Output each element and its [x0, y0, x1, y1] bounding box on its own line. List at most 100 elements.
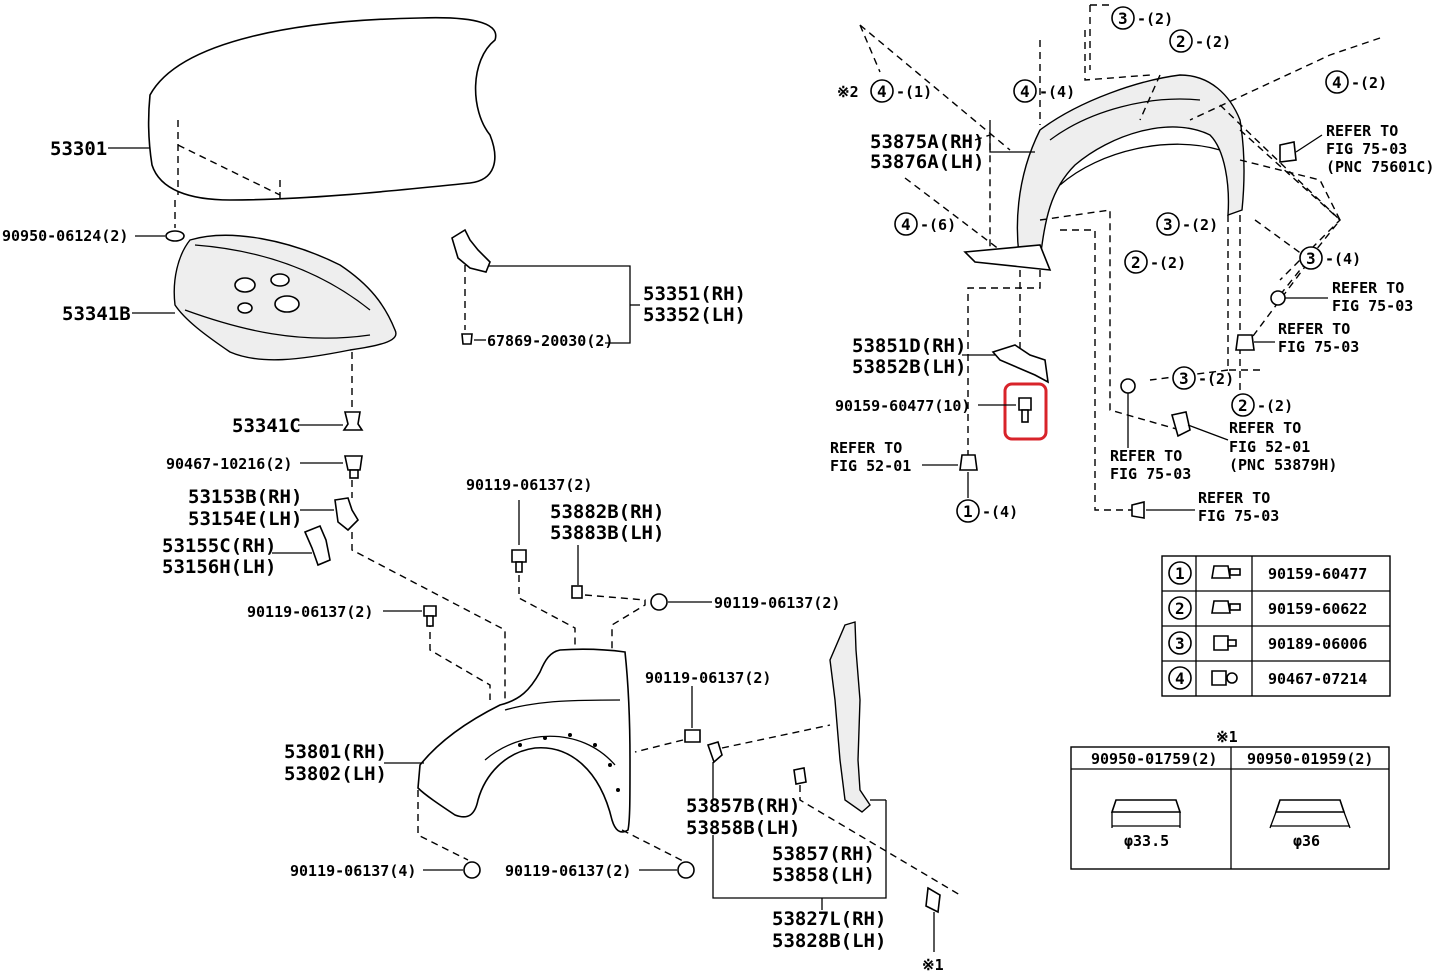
clip-refer-53879H-icon	[1170, 411, 1191, 438]
seal-bracket-part[interactable]	[303, 524, 331, 567]
callout-c2: 4 -(1)	[870, 79, 932, 103]
callout-c5: 4 -(6)	[894, 212, 956, 236]
svg-text:-(4): -(4)	[982, 503, 1018, 521]
refer-3-line2: FIG 75-03	[1278, 338, 1359, 356]
label-90467-10216: 90467-10216(2)	[166, 455, 292, 473]
callout-c6: 3 -(2)	[1156, 212, 1218, 236]
svg-text:-(2): -(2)	[1182, 216, 1218, 234]
clip-table-dim1: φ33.5	[1124, 832, 1169, 850]
label-53154E: 53154E(LH)	[188, 508, 302, 530]
label-67869: 67869-20030(2)	[487, 332, 613, 350]
label-53858: 53858(LH)	[772, 864, 875, 886]
front-fender-part[interactable]	[417, 648, 631, 833]
svg-text:-(4): -(4)	[1039, 83, 1075, 101]
clip-refer-75-03-d-icon	[1131, 500, 1145, 519]
label-53802: 53802(LH)	[284, 763, 387, 785]
svg-text:-(2): -(2)	[1351, 74, 1387, 92]
svg-text:-(2): -(2)	[1198, 370, 1234, 388]
label-90119-mid: 90119-06137(2)	[714, 594, 840, 612]
svg-text:90467-07214: 90467-07214	[1268, 670, 1367, 688]
label-53351: 53351(RH)	[643, 283, 746, 305]
bolt-90119-center-icon	[684, 729, 701, 743]
label-53882B: 53882B(RH)	[550, 501, 664, 523]
seal-53857B-part[interactable]	[706, 741, 723, 764]
svg-text:90159-60622: 90159-60622	[1268, 600, 1367, 618]
label-90950-06124: 90950-06124(2)	[2, 227, 128, 245]
svg-text:90159-60477: 90159-60477	[1268, 565, 1367, 583]
svg-text:90189-06006: 90189-06006	[1268, 635, 1367, 653]
screw-67869-icon	[461, 333, 473, 345]
svg-text:-(4): -(4)	[1325, 250, 1361, 268]
label-53883B: 53883B(LH)	[550, 522, 664, 544]
callout-c1: 2 -(2)	[1169, 29, 1231, 53]
screw-90159-60477-icon[interactable]	[1018, 397, 1032, 423]
label-53352: 53352(LH)	[643, 304, 746, 326]
cushion-note1-icon	[925, 886, 941, 914]
hood-support-bracket-part[interactable]	[451, 228, 491, 273]
latch-bracket-part[interactable]	[334, 497, 360, 532]
label-53875A: 53875A(RH)	[870, 131, 984, 153]
refer-1-line1: REFER TO	[1326, 122, 1398, 140]
label-53851D: 53851D(RH)	[852, 335, 966, 357]
svg-text:2: 2	[1238, 396, 1248, 415]
clip-refer-52-01-icon	[959, 454, 978, 471]
label-53857B: 53857B(RH)	[686, 795, 800, 817]
fastener-row: 1 90159-60477	[1168, 561, 1367, 585]
svg-text:2: 2	[1175, 599, 1185, 618]
svg-text:4: 4	[1175, 669, 1185, 688]
fastener-table: 1 90159-60477 2 90159-60622 3 90189-0600…	[1161, 555, 1391, 697]
label-90119-center: 90119-06137(2)	[645, 669, 771, 687]
clip-refer-75-03-c-icon	[1120, 378, 1136, 394]
bolt-90119-bottom-mid-icon	[677, 861, 695, 879]
label-90159-60477: 90159-60477(10)	[835, 397, 970, 415]
label-53341B: 53341B	[62, 303, 131, 325]
svg-text:1: 1	[1175, 564, 1185, 583]
label-53876A: 53876A(LH)	[870, 151, 984, 173]
refer-5-line1: REFER TO	[1110, 447, 1182, 465]
label-note1-bottom: ※1	[922, 956, 944, 973]
svg-text:-(2): -(2)	[1137, 10, 1173, 28]
clip-refer-75601C-icon	[1279, 141, 1297, 163]
label-53828B: 53828B(LH)	[772, 930, 886, 952]
label-90119-left: 90119-06137(2)	[247, 603, 373, 621]
fender-liner-part[interactable]	[963, 74, 1245, 271]
clip-refer-75-03-a-icon	[1270, 290, 1286, 306]
label-53341C: 53341C	[232, 415, 301, 437]
refer-1-line2: FIG 75-03	[1326, 140, 1407, 158]
svg-text:-(2): -(2)	[1150, 254, 1186, 272]
hood-part[interactable]	[147, 16, 497, 201]
clip-table-col1: 90950-01759(2)	[1091, 750, 1217, 768]
clip-icon	[1211, 670, 1238, 686]
svg-text:-(2): -(2)	[1195, 33, 1231, 51]
callout-c7: 2 -(2)	[1124, 250, 1186, 274]
clip-table-dim2: φ36	[1293, 832, 1320, 850]
fender-liner-seal-part[interactable]	[793, 621, 871, 813]
clip-icon	[1213, 635, 1237, 651]
hood-insulator-part[interactable]	[173, 234, 397, 361]
label-90119-bottom-left: 90119-06137(4)	[290, 862, 416, 880]
label-53852B: 53852B(LH)	[852, 356, 966, 378]
clip-table-col2: 90950-01959(2)	[1247, 750, 1373, 768]
label-53301: 53301	[50, 138, 107, 160]
fastener-row: 2 90159-60622	[1168, 596, 1367, 620]
liner-bracket-part[interactable]	[991, 344, 1050, 384]
bolt-90119-left-icon	[423, 605, 437, 627]
svg-text:3: 3	[1306, 249, 1316, 268]
clip-table: 90950-01759(2) 90950-01959(2) φ33.5 φ36	[1070, 746, 1390, 870]
clip-90467-10216-icon	[344, 455, 363, 479]
label-53858B: 53858B(LH)	[686, 817, 800, 839]
svg-text:4: 4	[1332, 73, 1342, 92]
svg-text:4: 4	[877, 82, 887, 101]
clip-refer-75-03-b-icon	[1235, 334, 1255, 351]
bolt-90119-top-icon	[511, 549, 527, 573]
fastener-row: 3 90189-06006	[1168, 631, 1367, 655]
svg-text:2: 2	[1131, 253, 1141, 272]
svg-text:4: 4	[901, 215, 911, 234]
refer-3-line1: REFER TO	[1278, 320, 1350, 338]
svg-text:-(1): -(1)	[896, 83, 932, 101]
svg-text:3: 3	[1175, 634, 1185, 653]
label-90119-top: 90119-06137(2)	[466, 476, 592, 494]
refer-2-line1: REFER TO	[1332, 279, 1404, 297]
label-53857: 53857(RH)	[772, 843, 875, 865]
callout-c10: 2 -(2)	[1231, 393, 1293, 417]
